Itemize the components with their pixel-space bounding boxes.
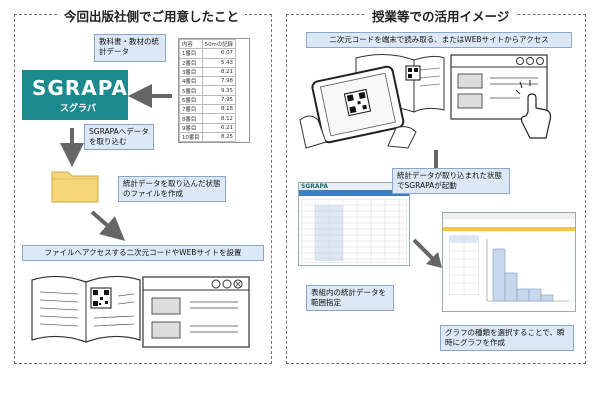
spreadsheet-grid	[301, 199, 407, 263]
note-scan-access: 二次元コードを端末で読み取る、またはWEBサイトからアクセス	[306, 32, 572, 48]
browser-window-illustration	[142, 276, 250, 348]
left-arrows	[60, 84, 172, 241]
note-create-file: 統計データを取り込んだ状態のファイルを作成	[118, 176, 226, 202]
note-create-graph: グラフの種類を選択することで、瞬時にグラフを作成	[440, 325, 574, 351]
table-cell: 8.25	[201, 131, 236, 143]
histogram-chart	[486, 239, 569, 302]
arrow-to-graph	[412, 238, 442, 268]
mini-table	[449, 235, 479, 295]
note-access-setup: ファイルへアクセスする二次元コードやWEBサイトを設置	[22, 245, 264, 261]
left-panel-title: 今回出版社側でご用意したこと	[58, 6, 246, 25]
right-panel-title: 授業等での活用イメージ	[366, 6, 516, 25]
logo-subtext: スグラパ	[60, 104, 96, 114]
sgrapa-logo: SGRAPA スグラパ	[22, 70, 128, 120]
note-range-select: 表組内の統計データを範囲指定	[306, 285, 394, 311]
app-logo-small: SGRAPA	[301, 183, 328, 190]
folder-icon	[51, 171, 99, 203]
app-screenshot-spreadsheet: SGRAPA	[298, 182, 410, 266]
logo-text: SGRAPA	[32, 76, 128, 100]
note-app-launch: 統計データが取り込まれた状態でSGRAPAが起動	[392, 168, 510, 194]
tablet-scan-illustration	[299, 54, 445, 149]
browser-click-illustration	[450, 54, 552, 139]
app-screenshot-histogram	[442, 212, 576, 312]
note-textbook-data: 教科書・教材の統計データ	[94, 34, 166, 62]
book-qr-illustration	[31, 275, 141, 343]
arrow-folder-to-access	[90, 210, 126, 241]
note-import-data: SGRAPAへデータを取り込む	[84, 124, 154, 150]
